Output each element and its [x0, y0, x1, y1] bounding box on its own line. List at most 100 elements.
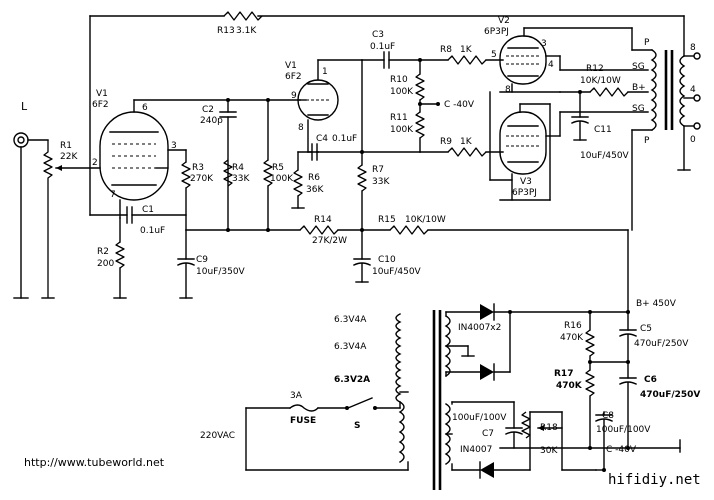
pin-1: 1: [322, 67, 328, 77]
c5-c6-capacitors: [619, 311, 637, 449]
watermark: hifidiy.net: [608, 472, 701, 488]
c1-capacitor: [89, 206, 187, 224]
value-C11: 10uF/450V: [580, 151, 630, 161]
label-ot-B: B+: [632, 83, 646, 93]
value-C4: 0.1uF: [332, 134, 357, 144]
c10-capacitor: [353, 229, 371, 283]
value-R12: 10K/10W: [580, 76, 621, 86]
label-V1b: V1: [285, 61, 297, 71]
value-V2: 6P3PJ: [484, 27, 509, 37]
label-heater1: 6.3V4A: [334, 315, 367, 325]
value-R15: 10K/10W: [405, 215, 446, 225]
label-heater2: 6.3V4A: [334, 342, 367, 352]
label-fuse: FUSE: [290, 416, 316, 426]
label-R16: R16: [564, 321, 582, 331]
value-R9: 1K: [460, 137, 473, 147]
value-C6: 470uF/250V: [640, 390, 700, 400]
label-fuse-amp: 3A: [290, 391, 303, 401]
pin-5: 5: [491, 50, 497, 60]
label-R7: R7: [372, 165, 384, 175]
tube-v1-first: [99, 99, 187, 219]
pin-7: 7: [110, 190, 116, 200]
r1-volume-pot: [41, 140, 101, 299]
value-R8: 1K: [460, 45, 473, 55]
label-C10: C10: [378, 255, 396, 265]
r16-r17-resistors: [585, 311, 629, 449]
value-C5: 470uF/250V: [634, 339, 689, 349]
value-R6: 36K: [306, 185, 324, 195]
label-C9: C9: [196, 255, 208, 265]
r3-resistor: [181, 149, 191, 231]
label-C4: C4: [316, 134, 328, 144]
label-R18: R18: [540, 423, 558, 433]
label-negbias: C -40V: [606, 445, 637, 455]
label-C6: C6: [644, 375, 657, 385]
pin-9: 9: [291, 91, 297, 101]
r12-resistor: [559, 87, 649, 97]
value-R2: 200: [97, 259, 114, 269]
footer-url: http://www.tubeworld.net: [24, 456, 165, 469]
value-C9: 10uF/350V: [196, 267, 246, 277]
value-R16: 470K: [560, 333, 584, 343]
label-D2: IN4007: [460, 445, 492, 455]
pin-6: 6: [142, 103, 148, 113]
tube-v2: [499, 27, 633, 93]
label-C7: C7: [482, 429, 494, 439]
label-ot-0: 0: [690, 135, 696, 145]
label-C8: C8: [602, 411, 614, 421]
label-ot-P1: P: [644, 38, 650, 48]
c11-capacitor: [571, 91, 589, 141]
label-ot-8: 8: [690, 43, 696, 53]
label-V3: V3: [520, 177, 532, 187]
label-C2: C2: [202, 105, 214, 115]
value-R17: 470K: [556, 381, 583, 391]
rectifier-diodes: [445, 303, 630, 381]
v1-plate-net: [133, 98, 301, 102]
label-R6: R6: [308, 173, 320, 183]
mains-input: [245, 397, 409, 471]
value-R13: 3.1K: [236, 26, 257, 36]
label-bias: C -40V: [444, 100, 475, 110]
value-R5: 100K: [270, 174, 294, 184]
label-ot-P2: P: [644, 136, 650, 146]
tube-v3: [489, 91, 561, 201]
label-R4: R4: [232, 163, 244, 173]
value-R3: 270K: [190, 174, 214, 184]
label-R8: R8: [440, 45, 452, 55]
output-transformer: [559, 27, 701, 231]
value-C10: 10uF/450V: [372, 267, 422, 277]
r2-resistor: [113, 217, 127, 299]
label-ot-SG2: SG: [632, 104, 645, 114]
label-D1: IN4007x2: [458, 323, 501, 333]
value-V3: 6P3PJ: [512, 188, 537, 198]
power-transformer: [395, 310, 475, 490]
value-R11: 100K: [390, 125, 414, 135]
value-R10: 100K: [390, 87, 414, 97]
pin-8: 8: [298, 123, 304, 133]
label-R11: R11: [390, 113, 408, 123]
label-R14: R14: [314, 215, 332, 225]
value-R18: 30K: [540, 446, 558, 456]
r7-resistor: [357, 59, 367, 231]
value-C3: 0.1uF: [370, 42, 395, 52]
input-jack: [13, 132, 49, 299]
label-R12: R12: [586, 64, 604, 74]
label-R5: R5: [272, 163, 284, 173]
r4-resistor: [223, 159, 233, 187]
bias-supply: [451, 401, 613, 479]
label-R15: R15: [378, 215, 396, 225]
pin-3b: 3: [541, 39, 547, 49]
c9-capacitor: [177, 229, 195, 299]
label-R17: R17: [554, 369, 573, 379]
label-R10: R10: [390, 75, 408, 85]
value-C1: 0.1uF: [140, 226, 165, 236]
label-R9: R9: [440, 137, 452, 147]
label-bplus: B+ 450V: [636, 299, 677, 309]
label-switch: S: [354, 421, 360, 431]
pin-3: 3: [171, 141, 177, 151]
feedback-wire: [89, 11, 685, 216]
supply-bus: [185, 225, 629, 235]
label-C5: C5: [640, 324, 652, 334]
